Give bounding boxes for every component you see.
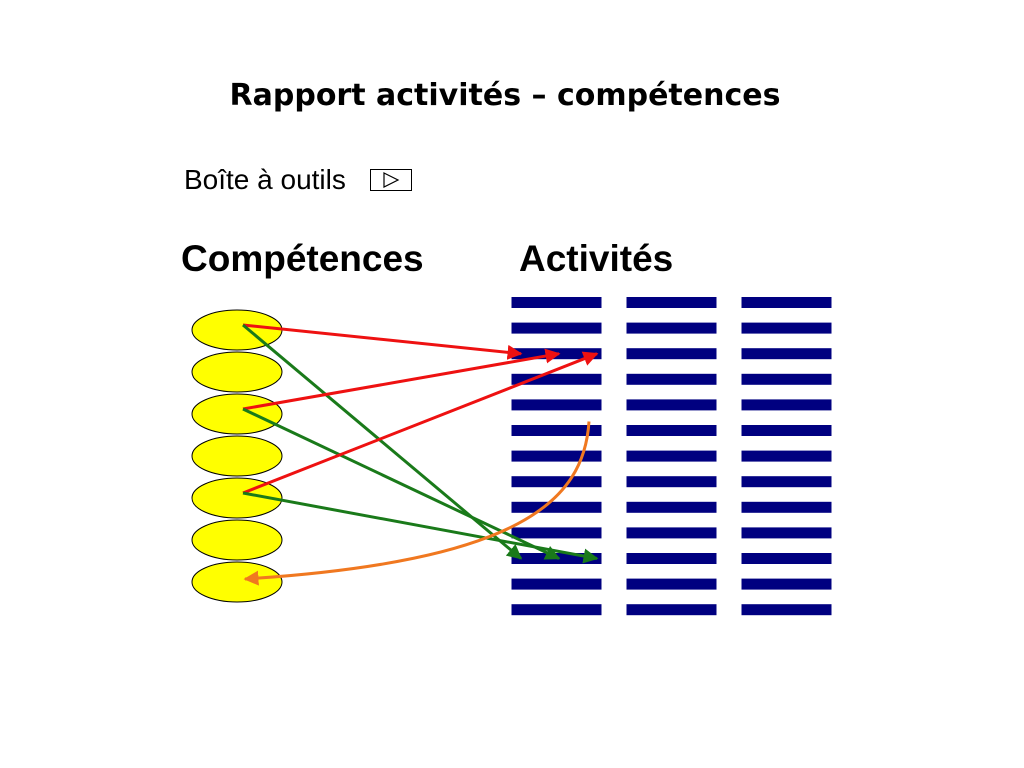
slide-title: Rapport activités – compétences	[229, 78, 781, 113]
activities-grid	[510, 296, 833, 617]
links-layer	[242, 323, 599, 586]
heading-competences: Compétences	[181, 238, 424, 279]
activity-bar	[625, 526, 718, 540]
activity-bar	[740, 526, 833, 540]
activity-bar	[510, 475, 603, 489]
activity-bar	[510, 449, 603, 463]
link-arrow	[242, 323, 523, 360]
activity-bar	[625, 603, 718, 617]
competence-ellipse	[191, 351, 283, 393]
play-icon	[383, 172, 400, 188]
activity-bar	[625, 552, 718, 565]
activity-bar	[510, 526, 603, 540]
activity-bar	[740, 347, 833, 361]
activity-bar	[740, 398, 833, 412]
activity-bar	[625, 347, 718, 361]
activity-bar	[625, 372, 718, 386]
activity-bar	[740, 500, 833, 514]
activity-bar	[740, 424, 833, 437]
activity-bar	[625, 449, 718, 463]
link-arrow	[242, 323, 523, 560]
activity-bar	[740, 321, 833, 335]
link-arrow	[242, 491, 599, 564]
activity-bar	[510, 500, 603, 514]
activity-bar	[740, 475, 833, 489]
activity-bar	[510, 424, 603, 437]
toolbox-row: Boîte à outils	[184, 160, 412, 200]
competence-ellipse	[191, 435, 283, 477]
competence-ellipse	[191, 561, 283, 603]
activity-bar	[625, 296, 718, 309]
competence-ellipse	[191, 519, 283, 561]
heading-activites: Activités	[519, 238, 674, 279]
toolbox-play-button[interactable]	[369, 169, 412, 191]
toolbox-label: Boîte à outils	[184, 164, 346, 195]
link-arrow	[242, 407, 561, 560]
activity-bar	[740, 296, 833, 309]
activity-bar	[740, 577, 833, 591]
activity-bar	[740, 449, 833, 463]
link-arrow	[242, 348, 561, 411]
link-arrow	[242, 351, 599, 495]
competence-ellipse	[191, 393, 283, 435]
activity-bar	[510, 372, 603, 386]
activity-bar	[510, 603, 603, 617]
activity-bar	[740, 552, 833, 565]
activity-bar	[625, 577, 718, 591]
activity-bar	[625, 475, 718, 489]
activity-bar	[510, 398, 603, 412]
activity-bar	[625, 424, 718, 437]
activity-bar	[740, 372, 833, 386]
link-arrow	[243, 421, 591, 586]
competences-column	[191, 309, 283, 603]
activity-bar	[625, 500, 718, 514]
competence-ellipse	[191, 309, 283, 351]
activity-bar	[510, 296, 603, 309]
activity-bar	[625, 398, 718, 412]
activity-bar	[740, 603, 833, 617]
activity-bar	[510, 321, 603, 335]
activity-bar	[625, 321, 718, 335]
activity-bar	[510, 577, 603, 591]
